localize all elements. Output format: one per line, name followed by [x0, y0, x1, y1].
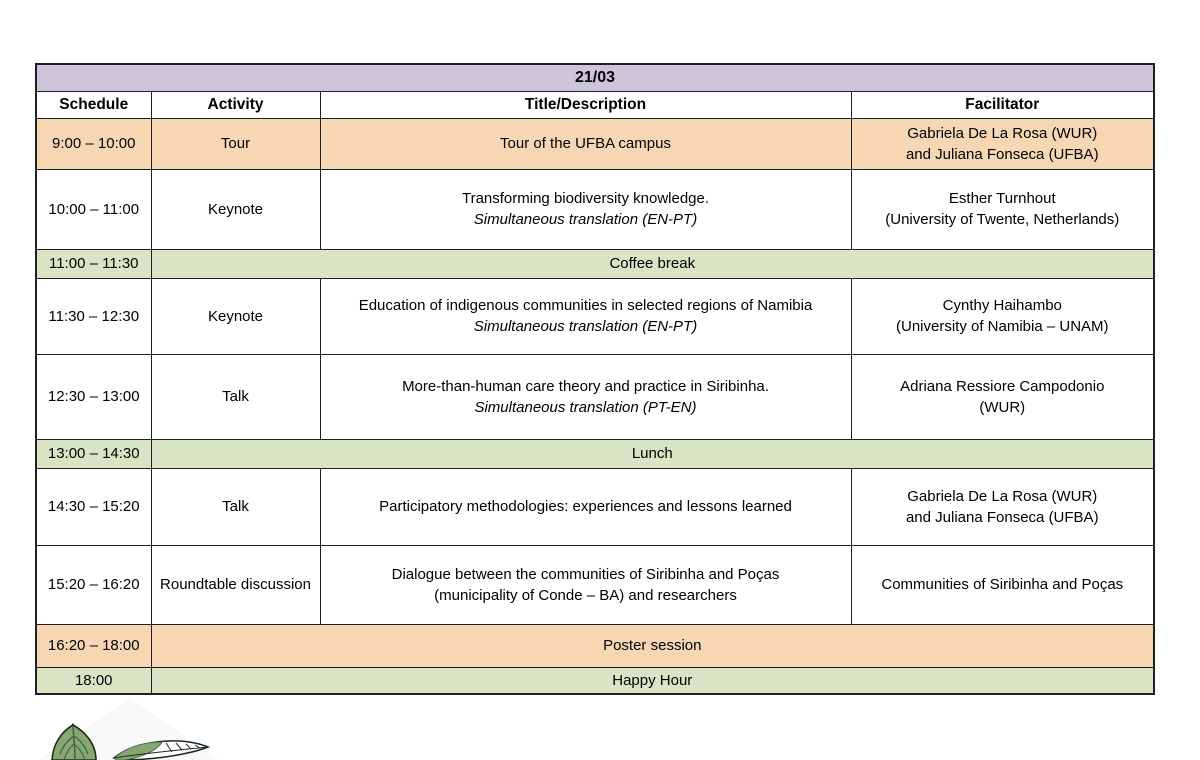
facilitator-cell: Gabriela De La Rosa (WUR) and Juliana Fo…: [850, 467, 1155, 546]
title-line: Education of indigenous communities in s…: [358, 297, 813, 314]
title-cell: More-than-human care theory and practice…: [319, 353, 852, 440]
translation-note: Simultaneous translation (EN-PT): [473, 211, 698, 228]
break-row: 16:20 – 18:00 Poster session: [35, 623, 1155, 668]
translation-note: Simultaneous translation (EN-PT): [473, 318, 698, 335]
translation-note: Simultaneous translation (PT-EN): [474, 398, 697, 416]
facilitator-cell: Cynthy Haihambo (University of Namibia –…: [850, 277, 1155, 355]
activity-cell: Roundtable discussion: [150, 544, 321, 625]
schedule-cell: 11:00 – 11:30: [35, 248, 152, 279]
schedule-cell: 13:00 – 14:30: [35, 438, 152, 469]
facilitator-line: Gabriela De La Rosa (WUR): [907, 487, 1098, 505]
schedule-cell: 16:20 – 18:00: [35, 623, 152, 668]
title-cell: Transforming biodiversity knowledge. Sim…: [319, 168, 852, 250]
activity-cell: Keynote: [150, 168, 321, 250]
facilitator-line: (WUR): [979, 398, 1026, 416]
title-cell: Tour of the UFBA campus: [319, 117, 852, 170]
schedule-cell: 12:30 – 13:00: [35, 353, 152, 440]
title-line: (municipality of Conde – BA) and researc…: [434, 586, 737, 604]
facilitator-line: Communities of Siribinha and Poças: [881, 576, 1124, 593]
facilitator-line: (University of Namibia – UNAM): [896, 318, 1109, 335]
table-row: 10:00 – 11:00 Keynote Transforming biodi…: [35, 168, 1155, 250]
schedule-cell: 11:30 – 12:30: [35, 277, 152, 355]
col-header-title: Title/Description: [319, 90, 852, 119]
leaf-illustration-icon: [38, 698, 220, 760]
facilitator-line: and Juliana Fonseca (UFBA): [905, 508, 1099, 526]
facilitator-line: Esther Turnhout: [948, 190, 1056, 207]
table-row: 14:30 – 15:20 Talk Participatory methodo…: [35, 467, 1155, 546]
table-row: 12:30 – 13:00 Talk More-than-human care …: [35, 353, 1155, 440]
table-row: 9:00 – 10:00 Tour Tour of the UFBA campu…: [35, 117, 1155, 170]
schedule-cell: 9:00 – 10:00: [35, 117, 152, 170]
schedule-cell: 15:20 – 16:20: [35, 544, 152, 625]
table-row: 11:30 – 12:30 Keynote Education of indig…: [35, 277, 1155, 355]
col-header-schedule: Schedule: [35, 90, 152, 119]
break-label-cell: Lunch: [150, 438, 1155, 469]
date-header-row: 21/03: [35, 63, 1155, 92]
schedule-cell: 18:00: [35, 666, 152, 695]
col-header-activity: Activity: [150, 90, 321, 119]
break-row: 11:00 – 11:30 Coffee break: [35, 248, 1155, 279]
facilitator-line: (University of Twente, Netherlands): [885, 211, 1120, 228]
title-line: Transforming biodiversity knowledge.: [461, 190, 710, 207]
column-header-row: Schedule Activity Title/Description Faci…: [35, 90, 1155, 119]
title-cell: Education of indigenous communities in s…: [319, 277, 852, 355]
title-cell: Dialogue between the communities of Siri…: [319, 544, 852, 625]
activity-cell: Tour: [150, 117, 321, 170]
activity-cell: Talk: [150, 353, 321, 440]
facilitator-cell: Gabriela De La Rosa (WUR) and Juliana Fo…: [850, 117, 1155, 170]
col-header-facilitator: Facilitator: [850, 90, 1155, 119]
facilitator-cell: Esther Turnhout (University of Twente, N…: [850, 168, 1155, 250]
facilitator-line: and Juliana Fonseca (UFBA): [905, 145, 1099, 163]
break-label-cell: Poster session: [150, 623, 1155, 668]
break-label-cell: Happy Hour: [150, 666, 1155, 695]
title-cell: Participatory methodologies: experiences…: [319, 467, 852, 546]
facilitator-line: Cynthy Haihambo: [942, 297, 1062, 314]
break-label-cell: Coffee break: [150, 248, 1155, 279]
activity-cell: Keynote: [150, 277, 321, 355]
facilitator-cell: Adriana Ressiore Campodonio (WUR): [850, 353, 1155, 440]
facilitator-line: Gabriela De La Rosa (WUR): [907, 124, 1098, 142]
title-line: More-than-human care theory and practice…: [402, 377, 769, 395]
break-row: 18:00 Happy Hour: [35, 666, 1155, 695]
table-row: 15:20 – 16:20 Roundtable discussion Dial…: [35, 544, 1155, 625]
schedule-table: 21/03 Schedule Activity Title/Descriptio…: [35, 63, 1156, 695]
facilitator-cell: Communities of Siribinha and Poças: [850, 544, 1155, 625]
schedule-cell: 10:00 – 11:00: [35, 168, 152, 250]
activity-cell: Talk: [150, 467, 321, 546]
facilitator-line: Adriana Ressiore Campodonio: [900, 377, 1105, 395]
schedule-cell: 14:30 – 15:20: [35, 467, 152, 546]
title-line: Dialogue between the communities of Siri…: [391, 565, 780, 583]
break-row: 13:00 – 14:30 Lunch: [35, 438, 1155, 469]
date-header: 21/03: [35, 63, 1155, 92]
